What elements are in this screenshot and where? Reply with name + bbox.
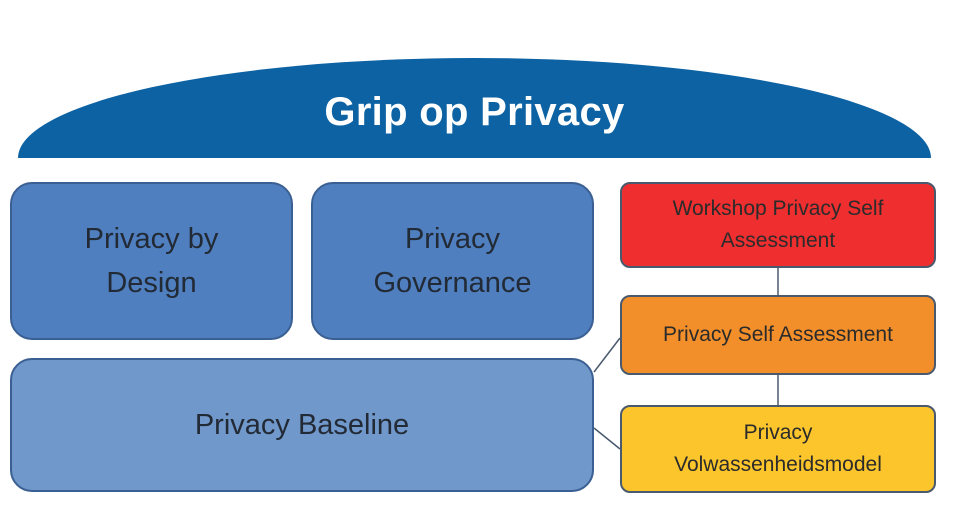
privacy-volwassenheidsmodel-box: Privacy Volwassenheidsmodel xyxy=(620,405,936,493)
privacy-governance-line2: Governance xyxy=(373,267,532,299)
privacy-governance-label: Privacy Governance xyxy=(374,217,532,305)
privacy-baseline-label: Privacy Baseline xyxy=(194,408,410,441)
privacy-governance-line1: Privacy xyxy=(404,223,501,255)
privacy-by-design-line1: Privacy by xyxy=(84,223,219,255)
connector-baseline-to-maturity-model xyxy=(593,427,621,450)
privacy-by-design-label: Privacy by Design xyxy=(85,217,219,305)
privacy-by-design-line2: Design xyxy=(106,267,197,299)
connector-baseline-to-self-assessment xyxy=(593,337,621,373)
grip-op-privacy-dome: Grip op Privacy xyxy=(18,58,931,158)
maturity-model-line1: Privacy xyxy=(743,421,813,444)
page-title: Grip op Privacy xyxy=(324,89,625,134)
privacy-baseline-block: Privacy Baseline xyxy=(10,358,594,492)
maturity-model-line2: Volwassenheidsmodel xyxy=(674,453,882,476)
workshop-privacy-self-assessment-box: Workshop Privacy Self Assessment xyxy=(620,182,936,268)
workshop-line2: Assessment xyxy=(720,229,836,252)
self-assessment-label: Privacy Self Assessment xyxy=(663,323,893,346)
maturity-model-label: Privacy Volwassenheidsmodel xyxy=(674,417,882,481)
privacy-by-design-block: Privacy by Design xyxy=(10,182,293,340)
privacy-self-assessment-box: Privacy Self Assessment xyxy=(620,295,936,375)
privacy-governance-block: Privacy Governance xyxy=(311,182,594,340)
workshop-label: Workshop Privacy Self Assessment xyxy=(673,193,884,257)
workshop-line1: Workshop Privacy Self xyxy=(672,197,884,220)
